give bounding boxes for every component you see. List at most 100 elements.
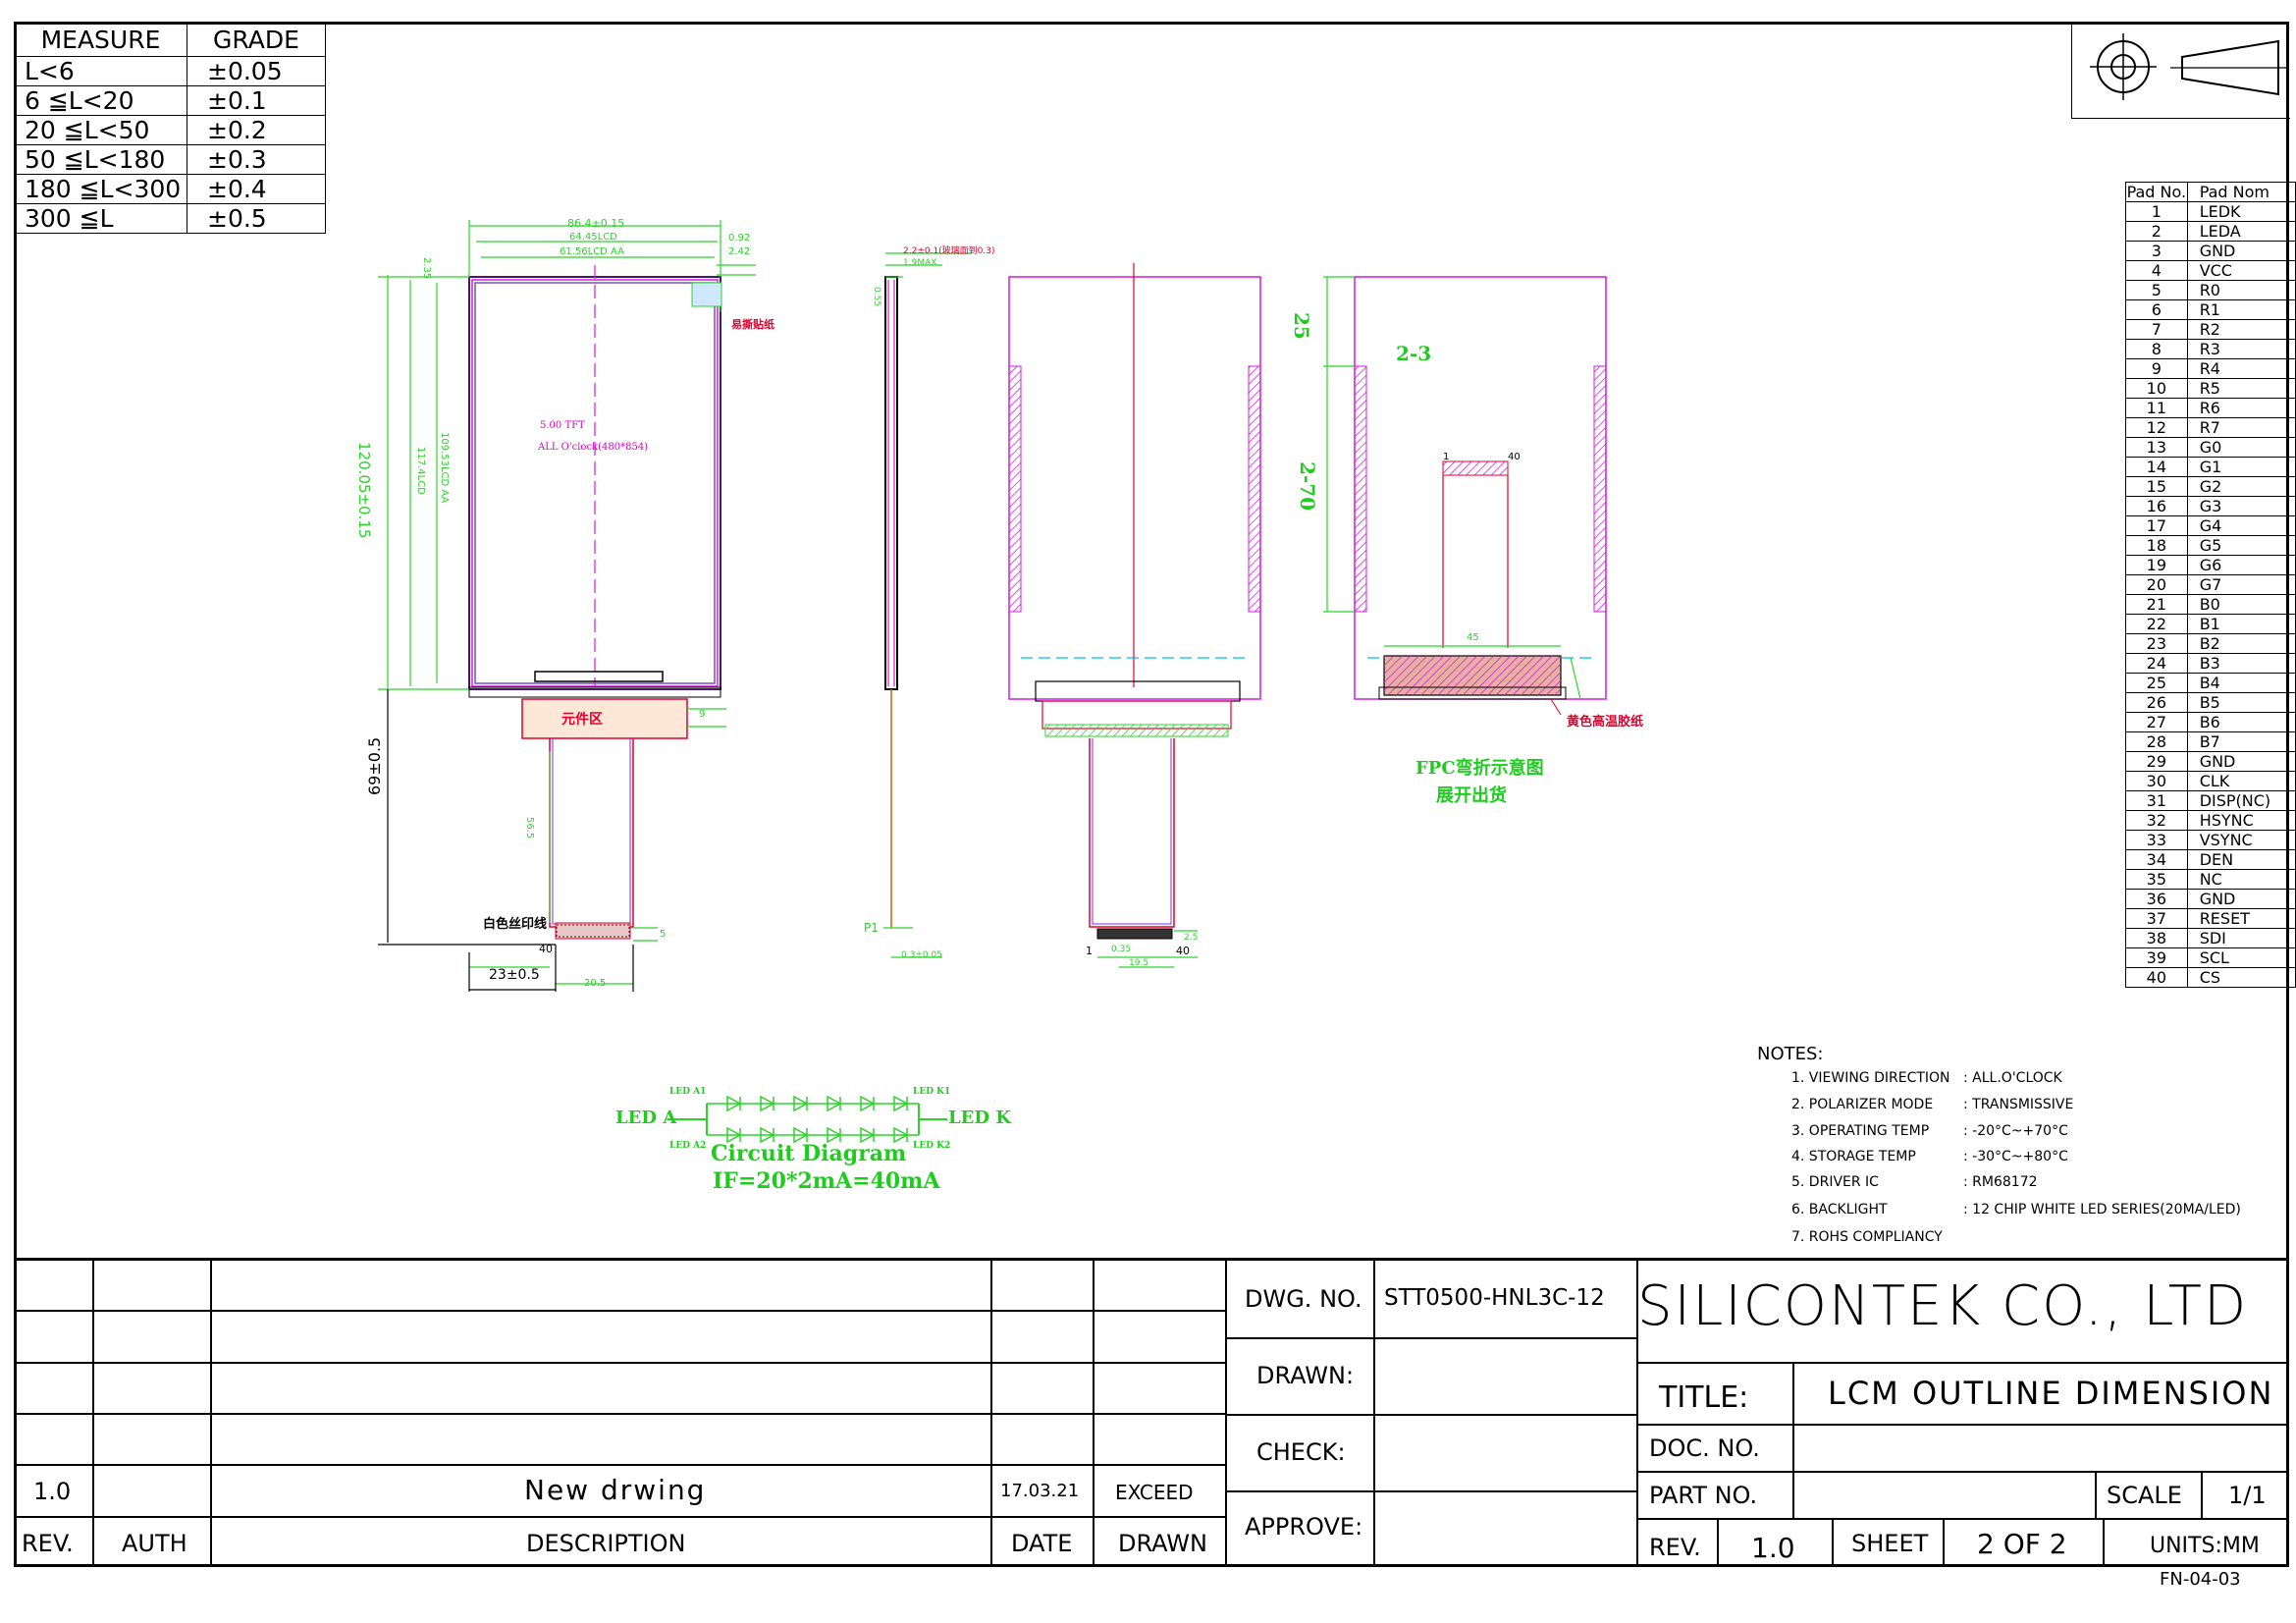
- note-value: : ALL.O'CLOCK: [1963, 1070, 2062, 1086]
- dim-242-label: 2.42: [728, 246, 751, 257]
- circuit-led-k1: LED K1: [913, 1087, 951, 1097]
- pad-name-cell: R4: [2186, 358, 2296, 379]
- table-row: MEASURE GRADE: [14, 22, 326, 57]
- grade-cell: ±0.5: [187, 203, 326, 234]
- drawing-title: LCM OUTLINE DIMENSION: [1828, 1375, 2274, 1412]
- note-label: 5. DRIVER IC: [1791, 1174, 1879, 1190]
- projection-symbol-box: [2071, 22, 2290, 119]
- sheet-value: 2 OF 2: [1977, 1528, 2067, 1560]
- side-p1-label: P1: [864, 921, 879, 935]
- table-row: 20 ≦L<50±0.2: [14, 115, 326, 145]
- table-row: Pad No.Pad Nom: [2125, 182, 2296, 202]
- fold-caption: FPC弯折示意图: [1415, 758, 1544, 779]
- measure-cell: 20 ≦L<50: [14, 115, 187, 145]
- fold-dim-45: 45: [1467, 632, 1479, 643]
- led-diode-icon: [860, 1126, 876, 1144]
- approve-label: APPROVE:: [1245, 1513, 1363, 1541]
- side-dim-max: 1.9MAX: [903, 258, 937, 268]
- units-label: UNITS:MM: [2150, 1534, 2260, 1558]
- pad-no-cell: 16: [2125, 496, 2188, 516]
- circuit-led-k2: LED K2: [913, 1141, 951, 1151]
- dim-s65-label: 56.5: [524, 817, 535, 839]
- pad-name-cell: G4: [2186, 515, 2296, 536]
- rev-number: 1.0: [1751, 1532, 1795, 1564]
- scale-value: 1/1: [2228, 1482, 2267, 1509]
- dim-height-label: 120.05±0.15: [355, 442, 373, 539]
- circuit-led-a: LED A: [615, 1108, 677, 1128]
- fpc-fold-view: [1323, 276, 1607, 716]
- pad-name-cell: VSYNC: [2186, 830, 2296, 850]
- dim-23-label: 23±0.5: [489, 967, 540, 983]
- back-pin-1: 1: [1086, 945, 1093, 957]
- front-view: [378, 220, 756, 992]
- dwg-no-label: DWG. NO.: [1245, 1285, 1362, 1313]
- circuit-formula: IF=20*2mA=40mA: [713, 1168, 940, 1194]
- pad-no-cell: 27: [2125, 712, 2188, 732]
- rev-label: REV.: [1649, 1534, 1701, 1561]
- dim-width-label: 86.4±0.15: [567, 217, 625, 230]
- dim-tail-label: 69±0.5: [365, 736, 384, 795]
- lcm-outline-drawing: [378, 220, 1607, 1144]
- dim-lcd-h-label: 117.4LCD: [415, 447, 426, 495]
- back-pin-40: 40: [1176, 945, 1190, 957]
- panel-title: 5.00 TFT: [540, 420, 585, 431]
- note-value: : RM68172: [1963, 1174, 2038, 1190]
- circuit-caption: Circuit Diagram: [711, 1141, 907, 1166]
- pad-name-cell: CS: [2186, 967, 2296, 988]
- header-pad-name: Pad Nom: [2186, 182, 2296, 202]
- back-dim-1: 0.35: [1111, 945, 1132, 954]
- led-diode-icon: [827, 1095, 842, 1112]
- led-diode-icon: [827, 1126, 842, 1144]
- dim-9-label: 9: [699, 709, 706, 720]
- pad-name-cell: R1: [2186, 299, 2296, 320]
- header-date: DATE: [1011, 1530, 1073, 1557]
- note-value: : 12 CHIP WHITE LED SERIES(20MA/LED): [1963, 1202, 2241, 1217]
- pad-no-cell: 37: [2125, 908, 2188, 929]
- pad-name-cell: G6: [2186, 555, 2296, 575]
- rev-value: 1.0: [33, 1478, 72, 1505]
- ic-bonding-area: [534, 671, 664, 682]
- measure-cell: L<6: [14, 56, 187, 86]
- led-diode-icon: [793, 1095, 809, 1112]
- note-label: 7. ROHS COMPLIANCY: [1791, 1229, 1943, 1245]
- pad-no-cell: 33: [2125, 830, 2188, 850]
- pad-no-cell: 14: [2125, 457, 2188, 477]
- notes-title: NOTES:: [1757, 1044, 1824, 1064]
- circuit-led-a2: LED A2: [669, 1141, 707, 1151]
- note-value: : -20°C~+70°C: [1963, 1123, 2068, 1139]
- pad-name-cell: SDI: [2186, 928, 2296, 948]
- side-dim-055: 0.55: [872, 287, 881, 307]
- drawn-label: DRAWN:: [1256, 1362, 1355, 1389]
- note-label: 1. VIEWING DIRECTION: [1791, 1070, 1950, 1086]
- note-label: 4. STORAGE TEMP: [1791, 1149, 1916, 1164]
- dim-092-label: 0.92: [728, 233, 751, 243]
- dwg-no-value: STT0500-HNL3C-12: [1384, 1285, 1605, 1311]
- pad-no-cell: 10: [2125, 378, 2188, 399]
- component-area-label: 元件区: [561, 712, 603, 728]
- title-block: 1.0 New drwing 17.03.21 EXCEED REV. AUTH…: [14, 1258, 2289, 1570]
- measure-cell: 180 ≦L<300: [14, 174, 187, 204]
- pad-no-cell: 36: [2125, 889, 2188, 909]
- fold-dim-25: 25: [1290, 312, 1313, 340]
- part-no-label: PART NO.: [1649, 1482, 1758, 1509]
- led-diode-icon: [893, 1126, 909, 1144]
- measure-cell: 50 ≦L<180: [14, 144, 187, 175]
- company-name: SILICONTEK CO., LTD: [1637, 1274, 2249, 1338]
- header-grade: GRADE: [187, 22, 326, 57]
- pad-name-cell: DISP(NC): [2186, 790, 2296, 811]
